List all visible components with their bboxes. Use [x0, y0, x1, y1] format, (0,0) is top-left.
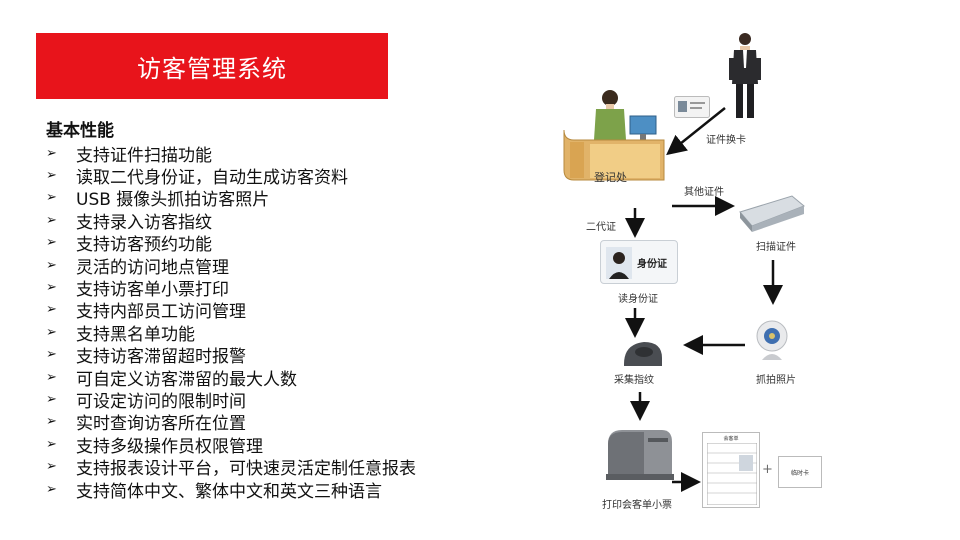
- bullet-arrow-icon: ➢: [46, 235, 57, 251]
- slide-title: 访客管理系统: [137, 54, 287, 83]
- label-exchange: 证件换卡: [706, 135, 746, 146]
- feature-item: ➢ 可自定义访客滞留的最大人数: [46, 366, 516, 390]
- feature-text: 支持访客单小票打印: [76, 280, 229, 301]
- feature-item: ➢ 支持证件扫描功能: [46, 142, 516, 166]
- feature-text: 支持简体中文、繁体中文和英文三种语言: [76, 481, 382, 502]
- visitor-figure: [729, 33, 761, 118]
- process-diagram: 证件换卡 登记处 其他证件 二代证 扫描证件 身份证 读身份证 抓拍照片: [560, 30, 960, 520]
- feature-text: 支持报表设计平台，可快速灵活定制任意报表: [76, 459, 416, 480]
- feature-item: ➢ 实时查询访客所在位置: [46, 411, 516, 435]
- feature-item: ➢ 支持访客滞留超时报警: [46, 344, 516, 368]
- temp-card-illustration: 临时卡: [778, 456, 822, 488]
- visitor-form-illustration: 会客单: [702, 432, 760, 508]
- feature-text: 读取二代身份证，自动生成访客资料: [76, 168, 348, 189]
- label-read-id: 读身份证: [618, 294, 658, 305]
- label-second-id: 二代证: [586, 222, 616, 233]
- feature-text: 可设定访问的限制时间: [76, 392, 246, 412]
- label-fingerprint: 采集指纹: [614, 375, 654, 386]
- feature-text: 实时查询访客所在位置: [76, 414, 246, 435]
- bullet-arrow-icon: ➢: [46, 324, 57, 340]
- bullet-arrow-icon: ➢: [46, 459, 57, 475]
- bullet-arrow-icon: ➢: [46, 190, 57, 206]
- feature-item: ➢ 支持访客预约功能: [46, 232, 516, 256]
- features-section: 基本性能 ➢ 支持证件扫描功能 ➢ 读取二代身份证，自动生成访客资料 ➢ USB 摄像头抓…: [46, 120, 516, 502]
- id-card-illustration: 身份证: [600, 240, 678, 284]
- feature-item: ➢ 支持黑名单功能: [46, 321, 516, 345]
- feature-item: ➢ USB 摄像头抓拍访客照片: [46, 187, 516, 211]
- label-scan: 扫描证件: [756, 242, 796, 253]
- id-card-small-icon: [674, 96, 710, 118]
- feature-text: 支持访客预约功能: [76, 235, 212, 256]
- fingerprint-reader-illustration: [624, 342, 662, 366]
- bullet-arrow-icon: ➢: [46, 145, 57, 161]
- feature-item: ➢ 灵活的访问地点管理: [46, 254, 516, 278]
- features-heading: 基本性能: [46, 121, 114, 141]
- feature-text: 支持内部员工访问管理: [76, 302, 246, 323]
- feature-text: 支持录入访客指纹: [76, 212, 212, 233]
- feature-item: ➢ 支持访客单小票打印: [46, 276, 516, 301]
- feature-text: 支持黑名单功能: [76, 324, 195, 345]
- bullet-arrow-icon: ➢: [46, 280, 57, 296]
- scanner-illustration: [739, 195, 805, 232]
- feature-item: ➢ 支持报表设计平台，可快速灵活定制任意报表: [46, 455, 516, 480]
- slide-title-bar: 访客管理系统: [36, 33, 388, 99]
- receipt-printer-illustration: [606, 430, 674, 480]
- feature-item: ➢ 支持内部员工访问管理: [46, 299, 516, 323]
- form-lines-icon: [707, 443, 757, 505]
- bullet-arrow-icon: ➢: [46, 391, 57, 407]
- feature-text: 灵活的访问地点管理: [76, 257, 229, 278]
- bullet-arrow-icon: ➢: [46, 168, 57, 184]
- label-capture-photo: 抓拍照片: [756, 375, 796, 386]
- feature-item: ➢ 可设定访问的限制时间: [46, 388, 516, 412]
- feature-text: 可自定义访客滞留的最大人数: [76, 369, 297, 390]
- label-other-id: 其他证件: [684, 187, 724, 198]
- feature-text: 支持多级操作员权限管理: [76, 436, 263, 457]
- id-card-text: 身份证: [637, 259, 667, 270]
- bullet-arrow-icon: ➢: [46, 302, 57, 318]
- bullet-arrow-icon: ➢: [46, 347, 57, 363]
- bullet-arrow-icon: ➢: [46, 414, 57, 430]
- id-photo-icon: [606, 247, 632, 279]
- reception-desk-illustration: [563, 90, 665, 181]
- label-desk: 登记处: [594, 171, 627, 184]
- feature-item: ➢ 支持录入访客指纹: [46, 209, 516, 233]
- plus-sign: +: [762, 462, 773, 477]
- feature-item: ➢ 支持多级操作员权限管理: [46, 433, 516, 457]
- label-print: 打印会客单小票: [602, 500, 672, 511]
- temp-card-text: 临时卡: [790, 469, 809, 477]
- arrow-visitor-to-desk: [666, 107, 726, 156]
- bullet-arrow-icon: ➢: [46, 436, 57, 452]
- feature-list: ➢ 支持证件扫描功能 ➢ 读取二代身份证，自动生成访客资料 ➢ USB 摄像头抓拍访客照片…: [46, 142, 516, 502]
- feature-text: 支持证件扫描功能: [76, 145, 212, 166]
- bullet-arrow-icon: ➢: [46, 369, 57, 385]
- webcam-illustration: [756, 320, 788, 360]
- feature-text: USB 摄像头抓拍访客照片: [76, 190, 270, 211]
- form-title: 会客单: [723, 436, 739, 442]
- feature-item: ➢ 支持简体中文、繁体中文和英文三种语言: [46, 478, 516, 502]
- bullet-arrow-icon: ➢: [46, 481, 57, 497]
- bullet-arrow-icon: ➢: [46, 257, 57, 273]
- feature-text: 支持访客滞留超时报警: [76, 347, 246, 368]
- feature-item: ➢ 读取二代身份证，自动生成访客资料: [46, 164, 516, 189]
- flow-arrows: [625, 107, 783, 492]
- bullet-arrow-icon: ➢: [46, 212, 57, 228]
